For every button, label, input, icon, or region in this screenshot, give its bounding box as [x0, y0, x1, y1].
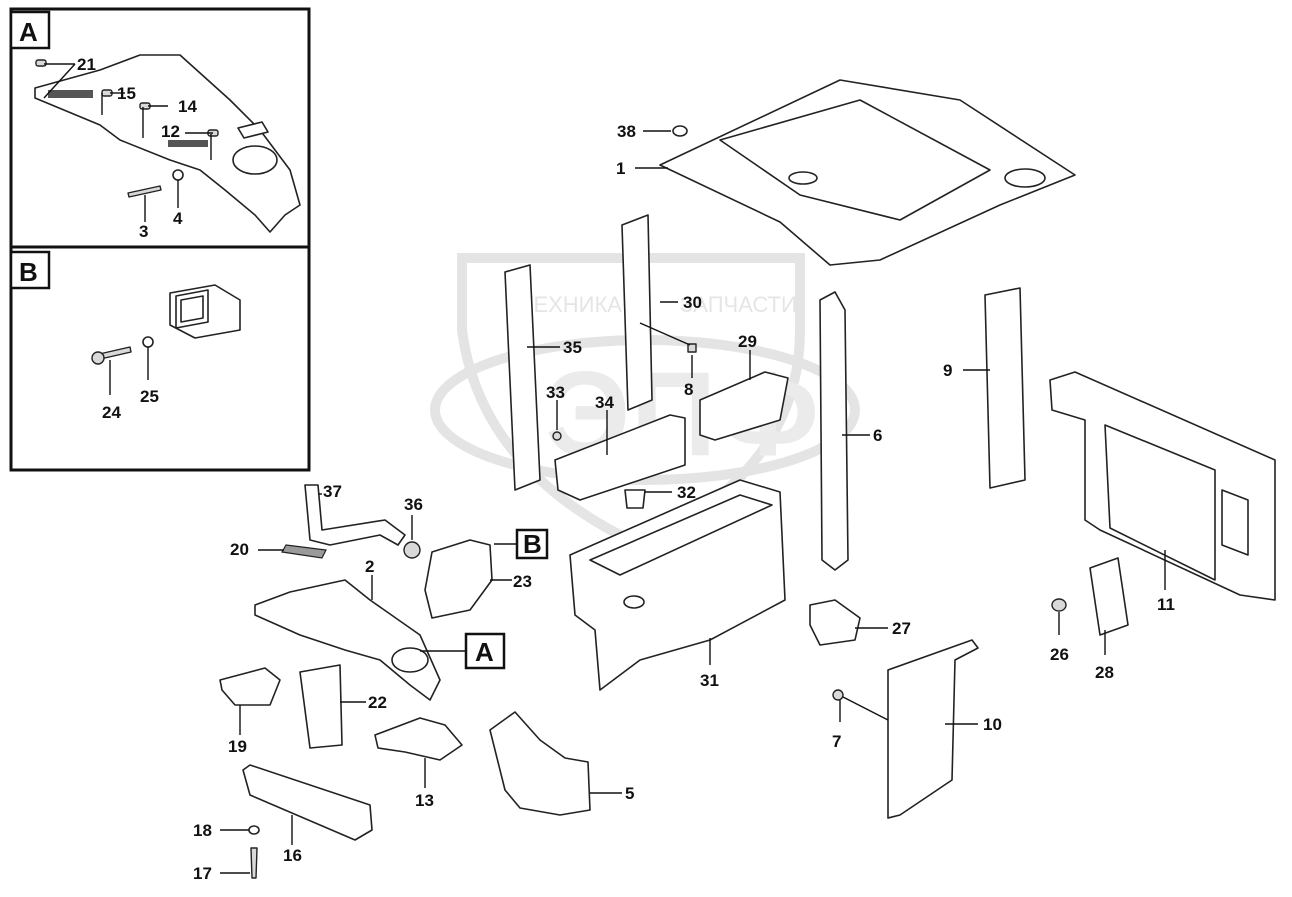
callout-16: 16	[283, 846, 302, 865]
callout-18: 18	[193, 821, 212, 840]
part-38-grommet	[672, 125, 688, 137]
part-37-pipe	[304, 484, 406, 546]
callout-27: 27	[892, 619, 911, 638]
part-2-dashboard	[254, 579, 441, 701]
callout-19: 19	[228, 737, 247, 756]
callout-10: 10	[983, 715, 1002, 734]
part-34-bracket	[554, 414, 686, 501]
callout-23: 23	[513, 572, 532, 591]
part-4-washer	[172, 169, 184, 181]
callout-34: 34	[595, 393, 614, 412]
part-8-screw	[687, 343, 697, 353]
callout-8: 8	[684, 380, 693, 399]
part-9-strip	[984, 287, 1026, 489]
part-31-lower-console	[569, 479, 786, 691]
part-32-cup	[624, 489, 646, 509]
part-19-vent	[219, 667, 281, 706]
part-23-duct	[424, 539, 493, 619]
part-35-pillar	[504, 264, 541, 491]
callout-12: 12	[161, 122, 180, 141]
part-6-strip	[819, 291, 849, 571]
part-16-armrest	[242, 764, 373, 841]
part-10-panel	[887, 639, 979, 819]
callout-29: 29	[738, 332, 757, 351]
callout-15: 15	[117, 84, 136, 103]
callout-4: 4	[173, 209, 183, 228]
part-17-screw	[250, 847, 258, 879]
callout-24: 24	[102, 403, 121, 422]
part-5-panel	[489, 711, 591, 816]
part-13-vent	[374, 717, 463, 761]
part-22-duct	[299, 664, 343, 749]
part-11-back-wall	[1049, 371, 1276, 601]
callout-20: 20	[230, 540, 249, 559]
callout-17: 17	[193, 864, 212, 883]
callout-36: 36	[404, 495, 423, 514]
callout-26: 26	[1050, 645, 1069, 664]
part-28-cover	[1089, 557, 1129, 636]
callout-13: 13	[415, 791, 434, 810]
part-26-fastener	[1051, 598, 1067, 612]
detail-a-dashboard-panel	[34, 54, 301, 233]
part-30-pillar	[621, 214, 653, 411]
detail-a-badge	[9, 10, 51, 50]
callout-33: 33	[546, 383, 565, 402]
detail-a-letter: A	[19, 17, 38, 47]
callout-2: 2	[365, 557, 374, 576]
detail-frame-b	[9, 245, 311, 472]
tag-b-letter: B	[523, 529, 542, 559]
detail-b-badge	[9, 250, 51, 290]
callout-11: 11	[1157, 595, 1175, 614]
part-21-clip	[35, 59, 47, 67]
callout-35: 35	[563, 338, 582, 357]
callout-3: 3	[139, 222, 148, 241]
part-20-grille	[281, 544, 327, 559]
callout-21: 21	[77, 55, 96, 74]
part-18-washer	[248, 825, 260, 835]
callout-32: 32	[677, 483, 696, 502]
callout-6: 6	[873, 426, 882, 445]
tag-a-letter: A	[475, 637, 494, 667]
callout-5: 5	[625, 784, 634, 803]
callout-7: 7	[832, 732, 841, 751]
callout-14: 14	[178, 97, 197, 116]
callout-28: 28	[1095, 663, 1114, 682]
callout-30: 30	[683, 293, 702, 312]
callout-25: 25	[140, 387, 159, 406]
part-25-washer	[142, 336, 154, 348]
callout-38: 38	[617, 122, 636, 141]
watermark-line1: ТЕХНИКА	[520, 292, 622, 317]
callout-22: 22	[368, 693, 387, 712]
detail-b-duct-end	[169, 284, 241, 339]
part-1-roof-panel	[659, 79, 1076, 266]
part-3-bolt	[127, 185, 162, 198]
part-27-tray	[809, 599, 861, 646]
callout-31: 31	[700, 671, 719, 690]
part-24-head	[91, 351, 105, 365]
detail-b-letter: B	[19, 257, 38, 287]
callout-9: 9	[943, 361, 952, 380]
callout-1: 1	[616, 159, 625, 178]
part-36-fitting	[403, 541, 421, 559]
part-7-screw	[832, 689, 844, 701]
part-29-bracket	[699, 371, 789, 441]
tag-a-box	[464, 632, 506, 670]
watermark-line2: ЗАПЧАСТИ	[680, 292, 797, 317]
part-33-screw	[552, 431, 562, 441]
callout-37: 37	[323, 482, 342, 501]
